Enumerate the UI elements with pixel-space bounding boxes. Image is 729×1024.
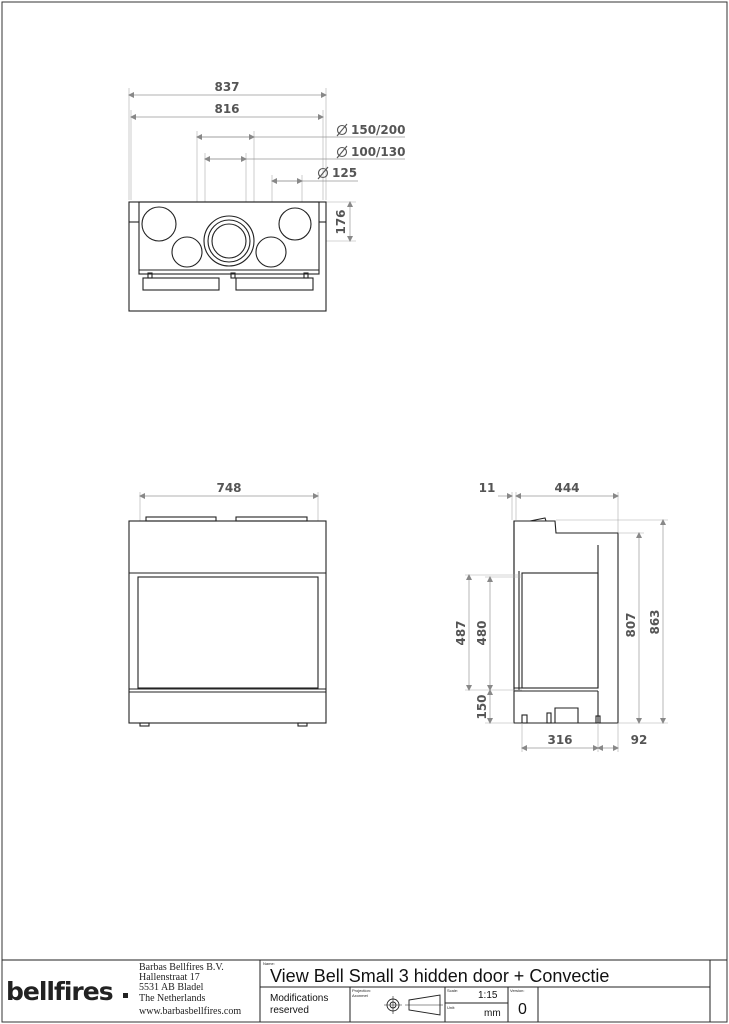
- scale-value: 1:15: [478, 990, 498, 1001]
- dim-glass-inner: 480: [475, 620, 489, 645]
- projection-label: Projection:: [352, 988, 371, 993]
- dim-flue-large: 150/200: [351, 123, 405, 137]
- dim-base-height: 150: [475, 694, 489, 719]
- logo-dot: [123, 993, 128, 998]
- projection-symbol-icon: [384, 994, 443, 1016]
- scale-label: Scale:: [447, 988, 458, 993]
- unit-value: mm: [484, 1008, 501, 1019]
- company-city: 5531 AB Bladel: [139, 982, 204, 993]
- dim-total-height: 863: [648, 609, 662, 634]
- product-title: View Bell Small 3 hidden door + Convecti…: [270, 966, 609, 986]
- dim-flue-medium: 100/130: [351, 145, 405, 159]
- company-name: Barbas Bellfires B.V.: [139, 962, 224, 973]
- unit-label: Unit:: [447, 1005, 455, 1010]
- projection-label-2: Axonmet: [352, 993, 369, 998]
- company-street: Hallenstraat 17: [139, 972, 200, 983]
- side-view: 11 444 487 480 150 807 863: [454, 481, 668, 752]
- modifications-line-1: Modifications: [270, 993, 328, 1004]
- dim-rear-offset: 92: [631, 733, 648, 747]
- dim-flue-small: 125: [332, 166, 357, 180]
- version-value: 0: [518, 1001, 527, 1018]
- version-label: Version:: [510, 988, 524, 993]
- dim-foot-width: 316: [547, 733, 572, 747]
- dim-glass-outer: 487: [454, 620, 468, 645]
- dim-top-width-inner: 816: [214, 102, 239, 116]
- name-label: Name:: [263, 961, 275, 966]
- dim-top-width-outer: 837: [214, 80, 239, 94]
- dim-top-depth: 176: [334, 209, 348, 234]
- dim-front-width: 748: [216, 481, 241, 495]
- company-country: The Netherlands: [139, 993, 205, 1004]
- dim-side-depth: 444: [554, 481, 579, 495]
- dim-body-height: 807: [624, 612, 638, 637]
- company-website: www.barbasbellfires.com: [139, 1006, 241, 1017]
- bellfires-logo: bellfires: [6, 977, 113, 1006]
- dim-side-offset: 11: [479, 481, 496, 495]
- modifications-line-2: reserved: [270, 1005, 309, 1016]
- front-view: 748: [128, 481, 327, 727]
- title-block: bellfires Barbas Bellfires B.V. Hallenst…: [2, 959, 727, 1022]
- top-view: 837 816 150/200 100/130 125 17: [128, 80, 405, 312]
